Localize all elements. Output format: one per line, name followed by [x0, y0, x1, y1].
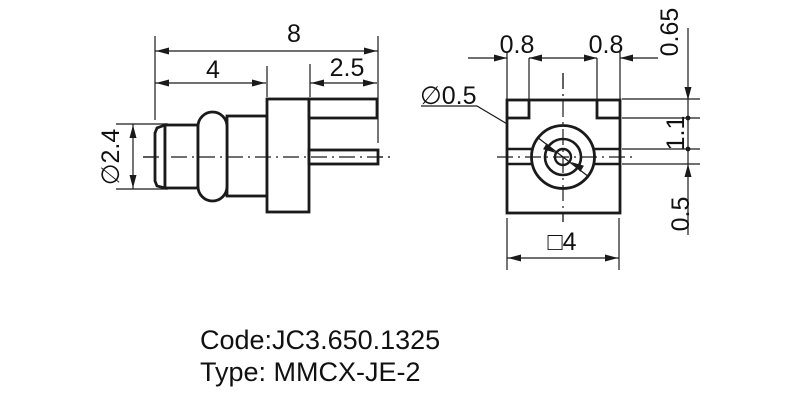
- side-slot-lines: [507, 147, 620, 166]
- chain-dot-2: [685, 146, 691, 152]
- dim-label-notch-depth: 0.65: [656, 7, 684, 57]
- mid-body-outline: [225, 114, 269, 198]
- arrow-08R-right: [620, 54, 633, 62]
- dim-label-notch-left: 0.8: [499, 31, 535, 59]
- arrow-leader-in: [543, 143, 556, 153]
- arrow-8-right: [364, 47, 377, 55]
- arrow-08L-right: [529, 54, 542, 62]
- notch-right-outline: [595, 100, 620, 120]
- dim-label-body-width: 4: [206, 56, 220, 84]
- footer-code-text: Code:JC3.650.1325: [200, 325, 441, 355]
- notch-left-outline: [507, 100, 531, 120]
- arrow-4-left: [156, 79, 169, 87]
- arrow-8-left: [156, 47, 169, 55]
- dim-label-diameter-2-4: ∅2.4: [97, 128, 125, 186]
- footer-type-text: Type: MMCX-JE-2: [200, 357, 421, 387]
- arrow-dia24-top: [129, 125, 137, 138]
- arrow-chain-down: [684, 87, 692, 100]
- chain-dot-1: [685, 115, 691, 121]
- dim-label-mid-height: 1.1: [662, 115, 690, 151]
- arrow-25-left: [311, 79, 324, 87]
- arrow-chain-up: [684, 164, 692, 177]
- front-view-dimension-lines: [421, 28, 700, 270]
- arrow-dia24-bottom: [129, 175, 137, 188]
- dim-label-body-side: □4: [547, 228, 577, 256]
- arrow-4-right: [252, 79, 265, 87]
- dimension-arrowheads: [129, 47, 692, 262]
- arrow-leader-out: [571, 162, 584, 172]
- dim-label-hole-diameter: ∅0.5: [420, 82, 477, 110]
- dim-label-tab-width: 2.5: [329, 54, 365, 82]
- arrow-sq4-right: [605, 254, 618, 262]
- dim-label-notch-right: 0.8: [588, 31, 624, 59]
- arrow-25-right: [363, 79, 376, 87]
- mount-leg-outline: [307, 97, 379, 120]
- arrow-sq4-left: [508, 254, 521, 262]
- arrow-08L-left: [494, 54, 507, 62]
- side-view-outline: [153, 97, 380, 214]
- flange-block-outline: [265, 97, 311, 214]
- dim-label-total-width: 8: [287, 20, 301, 48]
- dim-label-slot-height: 0.5: [667, 196, 695, 232]
- arrow-08R-left: [584, 54, 597, 62]
